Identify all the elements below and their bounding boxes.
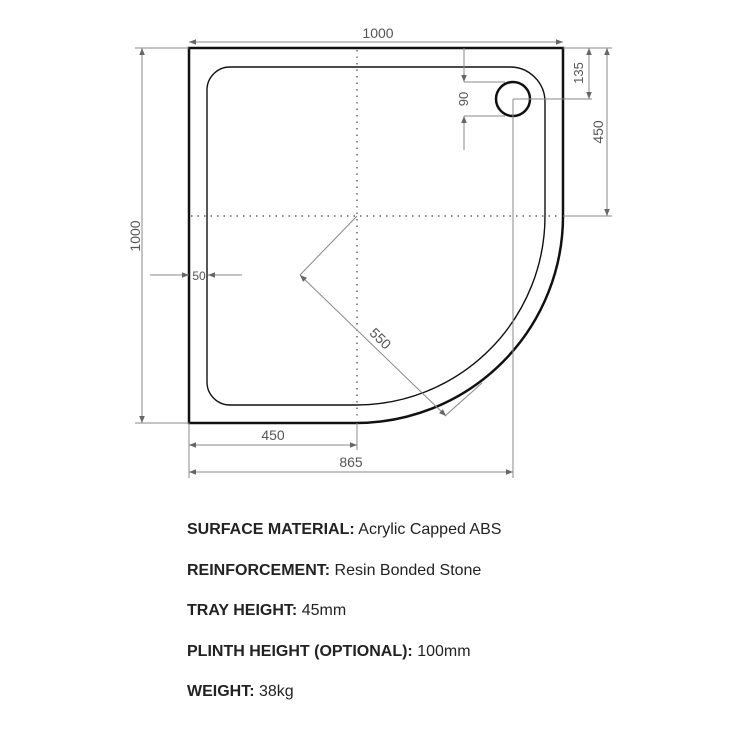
spec-weight: WEIGHT: 38kg xyxy=(187,683,294,700)
dim-waste-from-top: 135 xyxy=(571,62,586,84)
dim-width-top: 1000 xyxy=(362,25,393,41)
dim-height-left: 1000 xyxy=(127,220,143,251)
dim-radius: 550 xyxy=(367,325,395,353)
dim-half-width: 450 xyxy=(261,427,285,443)
dim-rim: 50 xyxy=(192,269,206,283)
dim-half-depth: 450 xyxy=(590,120,606,144)
spec-tray-height: TRAY HEIGHT: 45mm xyxy=(187,602,347,619)
spec-surface-material: SURFACE MATERIAL: Acrylic Capped ABS xyxy=(187,521,502,538)
dim-waste-from-left: 865 xyxy=(339,454,363,470)
dim-waste-offset: 90 xyxy=(456,92,471,106)
tray-inner-basin xyxy=(206,66,546,406)
specifications-list: SURFACE MATERIAL: Acrylic Capped ABS REI… xyxy=(187,519,501,722)
tray-outline xyxy=(187,46,565,425)
spec-plinth-height: PLINTH HEIGHT (OPTIONAL): 100mm xyxy=(187,642,471,660)
dimension-lines xyxy=(135,39,612,478)
spec-reinforcement: REINFORCEMENT: Resin Bonded Stone xyxy=(187,561,482,579)
